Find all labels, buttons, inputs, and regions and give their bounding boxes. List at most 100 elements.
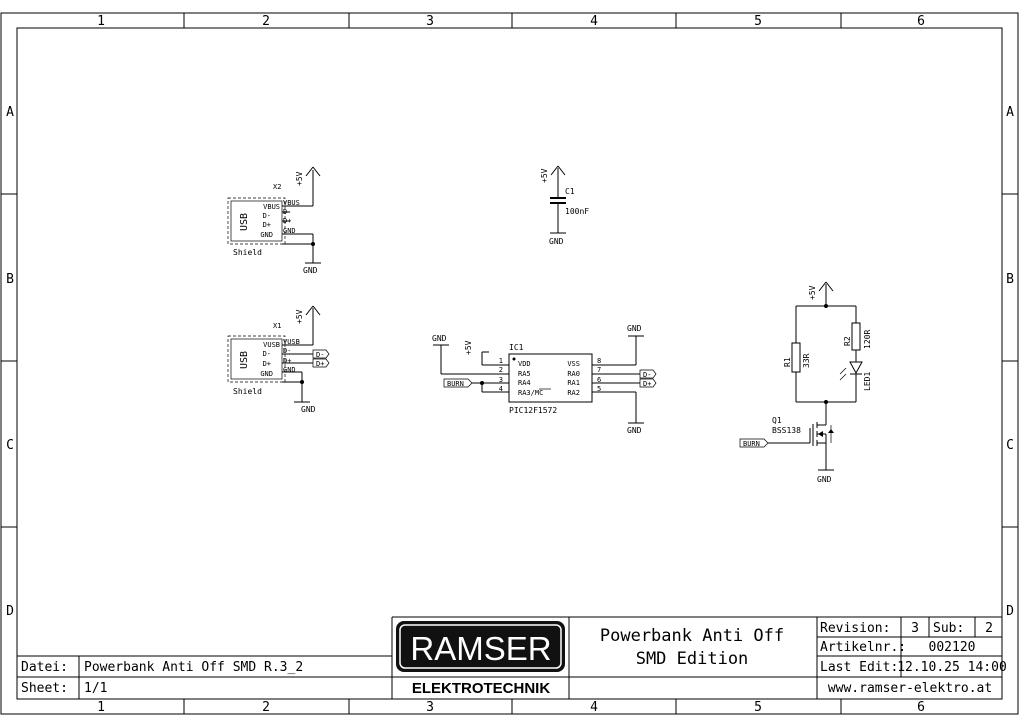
website-text: www.ramser-elektro.at bbox=[828, 681, 992, 696]
r1-value: 33R bbox=[802, 353, 811, 368]
row-label-d: D bbox=[6, 604, 14, 619]
col-label-1: 1 bbox=[97, 14, 105, 29]
usb-x1-pin-gnd: GND bbox=[260, 370, 273, 378]
sub-label: Sub: bbox=[933, 621, 964, 636]
col-label-2: 2 bbox=[262, 14, 270, 29]
usb-x2-pin-gnd: GND bbox=[260, 231, 273, 239]
r2-body bbox=[851, 322, 861, 351]
ic1-pin2-num: 2 bbox=[499, 366, 503, 374]
usb-x2-wires bbox=[282, 166, 321, 264]
ic1-part: PIC12F1572 bbox=[509, 406, 557, 415]
ic1-ref: IC1 bbox=[509, 343, 524, 352]
q1-ref: Q1 bbox=[772, 416, 782, 425]
row-label-b: B bbox=[6, 272, 14, 287]
usb-x1-pin-dm: D- bbox=[263, 350, 271, 358]
c1-ref: C1 bbox=[565, 187, 575, 196]
ic1-junction-burn bbox=[480, 381, 484, 385]
row-label-c-right: C bbox=[1006, 438, 1014, 453]
ic1-pin1-num: 1 bbox=[499, 357, 503, 365]
r2-ref: R2 bbox=[843, 336, 852, 346]
c1-gnd-label: GND bbox=[549, 237, 564, 246]
col-label-5: 5 bbox=[754, 14, 762, 29]
col-label-4-bottom: 4 bbox=[590, 700, 598, 715]
artikel-label: Artikelnr.: bbox=[820, 640, 906, 655]
usb-x2-net-gnd: GND bbox=[283, 227, 296, 235]
r1-ref: R1 bbox=[783, 357, 792, 367]
ic1-port-burn: BURN bbox=[447, 380, 464, 388]
last-edit-value: 12.10.25 14:00 bbox=[897, 660, 1007, 675]
usb-x1-net-vusb: VUSB bbox=[283, 338, 300, 346]
ic1-pin3-name: RA4 bbox=[518, 379, 531, 387]
row-label-b-right: B bbox=[1006, 272, 1014, 287]
outer-border bbox=[0, 12, 1019, 715]
usb-x2-shield-label: Shield bbox=[233, 248, 262, 257]
ic1-pin4-num: 4 bbox=[499, 385, 503, 393]
ramser-logo-inner-border bbox=[399, 624, 562, 669]
revision-label: Revision: bbox=[820, 621, 890, 636]
ic1-pin8-num: 8 bbox=[597, 357, 601, 365]
ic1-pin6-name: RA1 bbox=[567, 379, 580, 387]
load-junction-top bbox=[824, 304, 828, 308]
usb-x1-type: USB bbox=[239, 351, 250, 369]
usb-x1-port-dp: D+ bbox=[316, 360, 324, 368]
load-junction-mid bbox=[824, 400, 828, 404]
usb-x1-shield-outline bbox=[227, 335, 286, 383]
usb-x2-type: USB bbox=[239, 213, 250, 231]
ic1-microcontroller: IC1 PIC12F1572 1 2 3 4 VDD RA5 RA4 RA3/M… bbox=[432, 324, 657, 435]
ic1-pin7-num: 7 bbox=[597, 366, 601, 374]
ramser-logo: RAMSER bbox=[410, 630, 551, 667]
ic1-pin7-name: RA0 bbox=[567, 370, 580, 378]
ic1-pin1-name: VDD bbox=[518, 360, 531, 368]
col-label-5-bottom: 5 bbox=[754, 700, 762, 715]
load-port-flag bbox=[739, 438, 769, 448]
ic1-port-dm: D- bbox=[643, 371, 651, 379]
usb-x2-pin-vbus: VBUS bbox=[263, 203, 280, 211]
usb-x1-wires bbox=[282, 305, 321, 403]
col-label-1-bottom: 1 bbox=[97, 700, 105, 715]
usb-x1-port-dm: D- bbox=[316, 351, 324, 359]
row-label-c: C bbox=[6, 438, 14, 453]
row-label-a: A bbox=[6, 105, 14, 120]
col-label-3-bottom: 3 bbox=[426, 700, 434, 715]
usb-x1-pin-dp: D+ bbox=[263, 360, 271, 368]
usb-x1-net-dm: D- bbox=[283, 347, 291, 355]
r1-body bbox=[791, 342, 801, 373]
ic1-pin4-name: RA3/MC bbox=[518, 389, 543, 397]
load-port-burn: BURN bbox=[743, 440, 760, 448]
datei-label: Datei: bbox=[21, 660, 68, 675]
sheet-value: 1/1 bbox=[84, 681, 107, 696]
led1-ref: LED1 bbox=[863, 372, 872, 391]
col-label-6-bottom: 6 bbox=[917, 700, 925, 715]
sheet-label: Sheet: bbox=[21, 681, 68, 696]
ic1-gnd-left-label: GND bbox=[432, 334, 447, 343]
ic1-gnd-bottom-label: GND bbox=[627, 426, 642, 435]
usb-x2-junction bbox=[311, 242, 315, 246]
row-label-a-right: A bbox=[1006, 105, 1014, 120]
ic1-port-dp: D+ bbox=[643, 380, 651, 388]
ic1-power-label: +5V bbox=[464, 340, 473, 355]
usb-x1-pin-vusb: VUSB bbox=[263, 341, 280, 349]
usb-x1-ref: X1 bbox=[273, 322, 281, 330]
ic1-pin8-name: VSS bbox=[567, 360, 580, 368]
inner-border bbox=[16, 27, 1003, 700]
elektrotechnik-logo-text: ELEKTROTECHNIK bbox=[412, 680, 551, 697]
c1-power-label: +5V bbox=[540, 168, 549, 183]
col-label-3: 3 bbox=[426, 14, 434, 29]
title-block: RAMSER ELEKTROTECHNIK Powerbank Anti Off… bbox=[17, 616, 1007, 699]
datei-value: Powerbank Anti Off SMD R.3_2 bbox=[84, 660, 303, 675]
usb-x1-net-gnd: GND bbox=[283, 366, 296, 374]
col-label-6: 6 bbox=[917, 14, 925, 29]
ic1-pin5-name: RA2 bbox=[567, 389, 580, 397]
col-label-2-bottom: 2 bbox=[262, 700, 270, 715]
row-label-d-right: D bbox=[1006, 604, 1014, 619]
usb-x2-power-label: +5V bbox=[295, 171, 304, 186]
sub-value: 2 bbox=[985, 621, 993, 636]
usb-connector-x2: USB X2 VBUS D- D+ GND VBUS D- D+ GND Shi… bbox=[227, 166, 321, 275]
column-ticks bbox=[1, 13, 1018, 714]
led1-symbol bbox=[839, 361, 863, 381]
usb-x1-junction bbox=[300, 380, 304, 384]
load-gnd-label: GND bbox=[817, 475, 832, 484]
usb-connector-x1: USB X1 VUSB D- D+ GND VUSB D- D+ GND Shi… bbox=[227, 305, 330, 414]
c1-value: 100nF bbox=[565, 207, 589, 216]
